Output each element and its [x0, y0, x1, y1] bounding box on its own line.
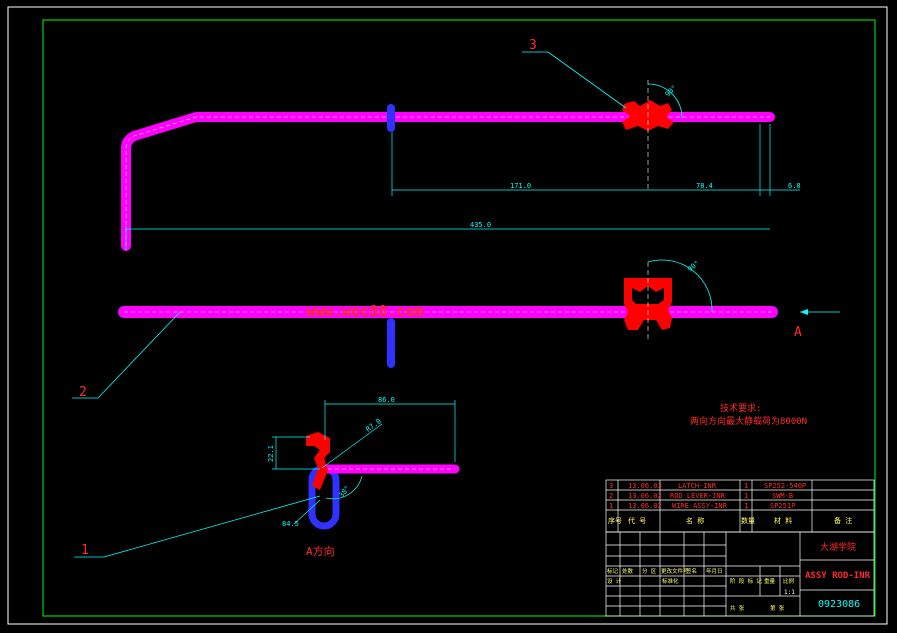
svg-text:阶 段 标 记: 阶 段 标 记: [730, 577, 762, 585]
svg-text:设 计: 设 计: [607, 577, 622, 585]
svg-text:1: 1: [744, 482, 748, 490]
svg-text:序号: 序号: [608, 516, 622, 525]
part-label-2: 2: [79, 385, 87, 400]
view-a: 86.0 22.1 R7.0 38° 84.5 1 A方向: [74, 396, 460, 558]
dim-86-label: 86.0: [378, 396, 395, 404]
svg-text:年月日: 年月日: [706, 567, 723, 575]
scale-value: 1:1: [784, 589, 795, 596]
middle-angle-arc: [647, 259, 713, 313]
svg-text:第 张: 第 张: [770, 604, 785, 612]
part-label-3: 3: [529, 38, 537, 53]
svg-text:SP251P: SP251P: [770, 502, 795, 510]
svg-text:13.06.03: 13.06.03: [628, 482, 662, 490]
view-a-label: A: [794, 325, 802, 340]
dim-84-label: 84.5: [282, 520, 299, 528]
dim-171-label: 171.0: [510, 182, 531, 190]
top-angle-label: 90°: [664, 84, 679, 99]
bom-rows: 3 13.06.03 LATCH-INR 1 SP252-540P 2 13.0…: [609, 482, 806, 510]
svg-text:备 注: 备 注: [834, 516, 852, 525]
top-rod-centerline: [125, 116, 770, 246]
middle-view: 90° www.woc88.com A 2: [72, 259, 840, 400]
school-name: 大湖学院: [820, 541, 856, 553]
title-block-labels: 标记 处数 分 区 更改文件号 签名 年月日 设 计 标准化 阶 段 标 记 重…: [607, 567, 795, 612]
svg-text:2: 2: [609, 492, 613, 500]
svg-text:1: 1: [609, 502, 613, 510]
drawing-number: 0923086: [818, 599, 860, 610]
svg-text:标记: 标记: [607, 567, 619, 575]
top-pin[interactable]: [387, 104, 395, 132]
top-rod[interactable]: [121, 112, 775, 251]
leader-3: [547, 51, 627, 109]
top-view: 90° 3 171.0 78.4 6.8 435.0: [121, 38, 801, 251]
angle-38-label: 38°: [337, 484, 351, 499]
leader-1: [103, 495, 321, 558]
dim-435-label: 435.0: [470, 221, 491, 229]
svg-text:材 料: 材 料: [774, 516, 792, 525]
top-angle-arc: [647, 83, 683, 119]
svg-text:分 区: 分 区: [642, 567, 657, 575]
svg-text:WIRE ASSY-INR: WIRE ASSY-INR: [672, 502, 728, 510]
svg-text:重量: 重量: [764, 577, 776, 585]
svg-text:处数: 处数: [622, 567, 634, 575]
angle-38-arc: [325, 475, 363, 500]
svg-text:LATCH-INR: LATCH-INR: [678, 482, 717, 490]
svg-text:3: 3: [609, 482, 613, 490]
svg-text:签名: 签名: [686, 567, 697, 575]
view-a-latch[interactable]: [306, 432, 330, 490]
svg-text:代 号: 代 号: [628, 516, 646, 525]
svg-text:SWM-B: SWM-B: [772, 492, 793, 500]
leader-2: [97, 311, 181, 399]
svg-text:标准化: 标准化: [662, 577, 679, 585]
svg-text:SP252-540P: SP252-540P: [764, 482, 806, 490]
dim-6-label: 6.8: [788, 182, 801, 190]
dim-78-label: 78.4: [696, 182, 713, 190]
view-a-title: A方向: [306, 544, 335, 558]
svg-text:共 张: 共 张: [730, 604, 745, 612]
bom-header: 序号 代 号 名 称 数量 材 料 备 注: [608, 516, 852, 525]
svg-text:更改文件号: 更改文件号: [661, 567, 689, 575]
svg-text:ROD LEVER-INR: ROD LEVER-INR: [670, 492, 726, 500]
middle-angle-label: 90°: [686, 259, 701, 273]
dim-r7-label: R7.0: [364, 417, 382, 433]
outer-frame: [7, 6, 888, 625]
svg-text:名 称: 名 称: [686, 516, 704, 525]
svg-text:1: 1: [744, 492, 748, 500]
svg-text:13.06.02: 13.06.02: [628, 502, 662, 510]
dim-22-label: 22.1: [267, 445, 275, 462]
svg-text:13.06.02: 13.06.02: [628, 492, 662, 500]
part-label-1: 1: [81, 543, 89, 558]
tech-title: 技术要求:: [720, 402, 761, 414]
tech-line-1: 两向方向最大静载荷为8000N: [690, 415, 807, 427]
svg-text:比例: 比例: [783, 577, 795, 585]
drawing-border: [42, 19, 876, 617]
drawing-name: ASSY ROD-INR: [805, 571, 871, 581]
svg-text:1: 1: [744, 502, 748, 510]
middle-pin[interactable]: [387, 318, 395, 368]
svg-text:数量: 数量: [741, 516, 755, 525]
dim-r7: [321, 423, 383, 469]
watermark: www.woc88.com: [306, 302, 423, 320]
title-block: [605, 479, 875, 617]
